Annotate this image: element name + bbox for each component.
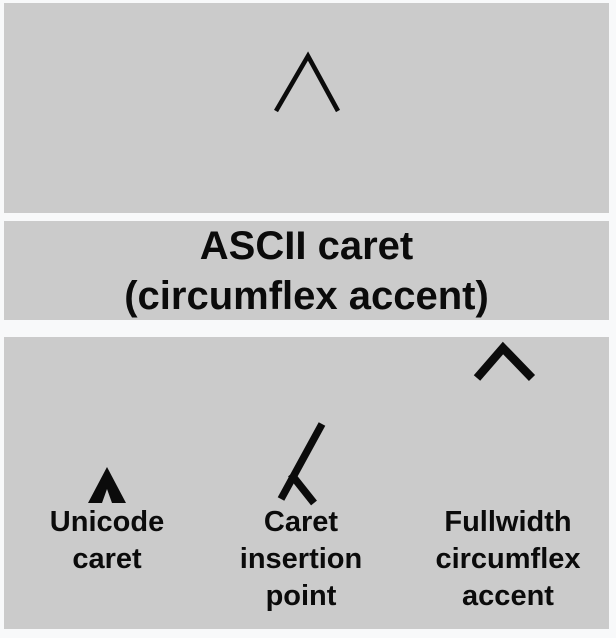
label-line: accent [462, 580, 554, 612]
title-line-2: (circumflex accent) [124, 273, 489, 318]
label-caret-insertion-point: Caret insertion point [240, 504, 362, 615]
panel-ascii-caret [4, 3, 609, 213]
label-fullwidth-circumflex: Fullwidth circumflex accent [435, 504, 580, 615]
unicode-caret-icon [88, 467, 126, 503]
caret-insertion-point-icon [277, 422, 326, 506]
label-line: insertion [239, 543, 363, 575]
label-line: circumflex [435, 543, 581, 575]
ascii-caret-icon [274, 51, 341, 113]
label-line: Fullwidth [444, 506, 572, 538]
panel-caret-variants: Unicode caret Caret insertion point Full… [4, 337, 609, 629]
label-unicode-caret: Unicode caret [50, 504, 164, 578]
label-line: Unicode [49, 506, 165, 538]
title-line-1: ASCII caret [199, 223, 414, 268]
fullwidth-circumflex-icon [473, 341, 536, 381]
label-line: caret [72, 543, 142, 575]
caret-variants-glyphs [88, 341, 536, 506]
label-line: Caret [263, 506, 339, 538]
panel-title: ASCII caret (circumflex accent) [4, 221, 609, 320]
label-line: point [265, 580, 337, 612]
